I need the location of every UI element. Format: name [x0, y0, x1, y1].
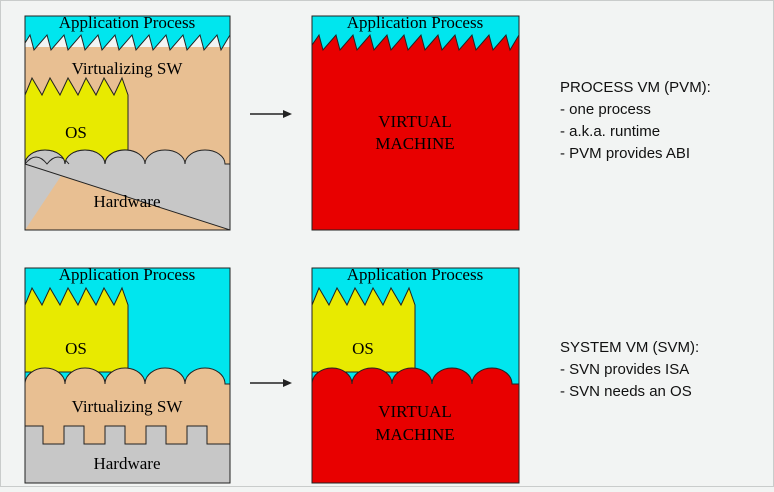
pvm-vm-outline	[311, 15, 520, 231]
svm-heading: SYSTEM VM (SVM):	[560, 339, 700, 356]
svm-hardware-layer	[24, 425, 231, 484]
svm-right-os-label: OS	[352, 339, 374, 358]
svm-os-layer	[24, 286, 129, 373]
pvm-virtual-machine-layer	[312, 16, 519, 230]
svm-bullet: - SVN needs an OS	[560, 383, 692, 400]
svm-vm-stack: Application Process OS VIRTUAL MACHINE	[311, 265, 520, 484]
pvm-arrow	[250, 110, 292, 118]
pvm-left-hardware-label: Hardware	[93, 192, 160, 211]
svm-arrow	[250, 379, 292, 387]
svm-left-application-label: Application Process	[59, 265, 195, 284]
pvm-right-application-layer	[311, 15, 520, 52]
pvm-heading: PROCESS VM (PVM):	[560, 79, 711, 96]
pvm-right-application-label: Application Process	[347, 13, 483, 32]
pvm-description: PROCESS VM (PVM): - one process - a.k.a.…	[560, 77, 711, 165]
svm-description: SYSTEM VM (SVM): - SVN provides ISA - SV…	[560, 337, 699, 403]
svm-right-application-label: Application Process	[347, 265, 483, 284]
svm-native-outline	[24, 267, 231, 484]
pvm-os-layer	[24, 76, 129, 165]
svm-native-stack: Application Process OS Virtualizing SW H…	[24, 265, 231, 484]
svm-virtualizing-layer	[24, 367, 231, 445]
svm-left-os-label: OS	[65, 339, 87, 358]
pvm-native-outline	[24, 15, 231, 231]
svm-right-os-layer	[311, 286, 416, 373]
pvm-bullet: - PVM provides ABI	[560, 145, 691, 162]
svm-left-virtualizing-label: Virtualizing SW	[72, 397, 184, 416]
svm-vm-label-line1: VIRTUAL	[378, 402, 452, 421]
svm-bullet: - SVN provides ISA	[560, 361, 690, 378]
svm-vm-label-line2: MACHINE	[375, 425, 454, 444]
pvm-left-application-label: Application Process	[59, 13, 195, 32]
svm-virtual-machine-layer	[311, 367, 520, 484]
pvm-vm-label-line1: VIRTUAL	[378, 112, 452, 131]
pvm-bullet: - one process	[560, 101, 651, 118]
svm-left-hardware-label: Hardware	[93, 454, 160, 473]
pvm-vm-label-line2: MACHINE	[375, 134, 454, 153]
pvm-native-stack: Application Process Virtualizing SW OS H…	[24, 13, 231, 231]
pvm-left-virtualizing-label: Virtualizing SW	[72, 59, 184, 78]
pvm-left-os-label: OS	[65, 123, 87, 142]
pvm-hardware-layer	[24, 149, 231, 231]
pvm-application-layer	[24, 15, 231, 52]
pvm-bullet: - a.k.a. runtime	[560, 123, 661, 140]
pvm-vm-stack: Application Process VIRTUAL MACHINE	[311, 13, 520, 231]
svm-vm-outline	[311, 267, 520, 484]
